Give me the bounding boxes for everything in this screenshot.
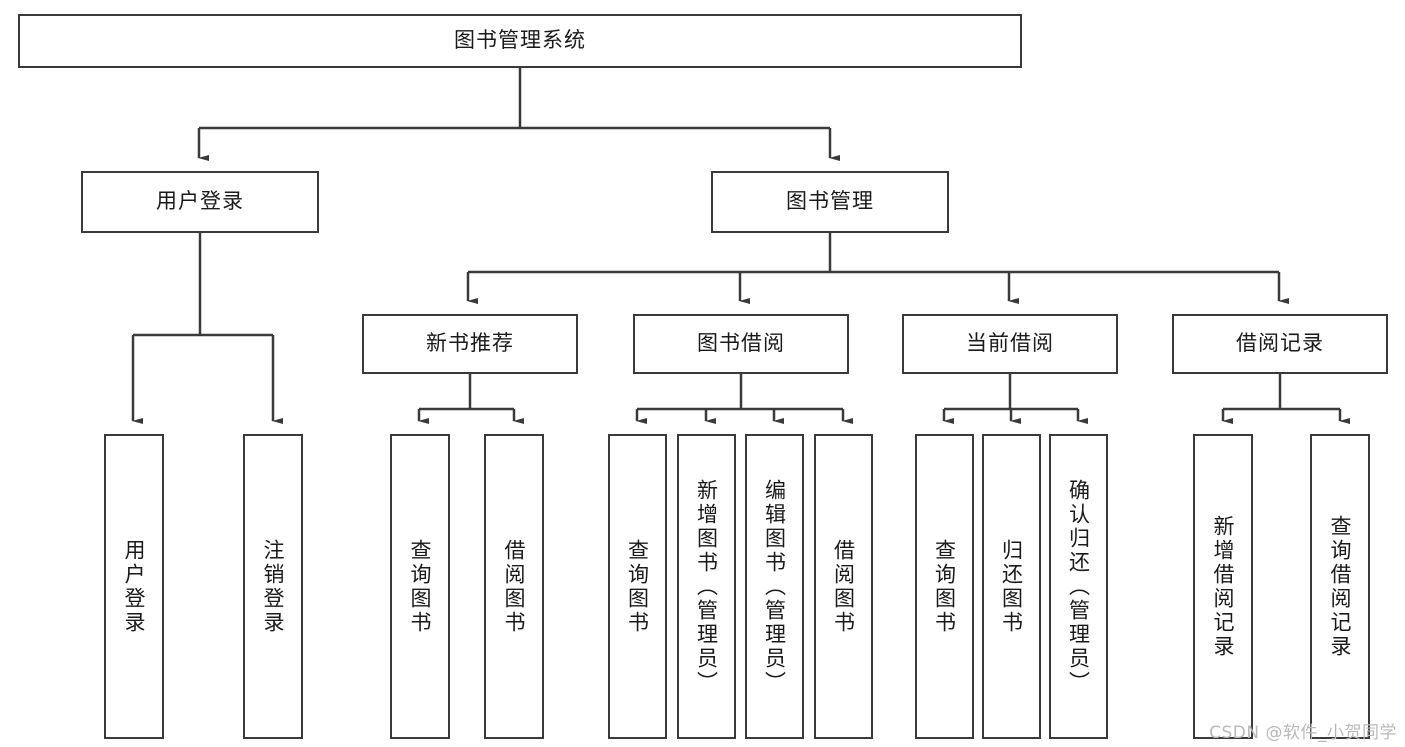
node-label: 查询图书 [625, 538, 650, 635]
node-label: 确认归还（管理员） [1066, 478, 1091, 695]
leaf-logout[interactable]: 注销登录 [243, 434, 303, 739]
node-label: 编辑图书（管理员） [762, 478, 787, 695]
node-borrow-record[interactable]: 借阅记录 [1172, 314, 1388, 374]
node-label: 当前借阅 [966, 331, 1054, 356]
node-book-borrow[interactable]: 图书借阅 [633, 314, 849, 374]
node-label: 图书管理 [786, 189, 874, 214]
node-label: 借阅记录 [1236, 331, 1324, 356]
node-label: 新增图书（管理员） [694, 478, 719, 695]
leaf-add-book-admin[interactable]: 新增图书（管理员） [677, 434, 736, 739]
node-root[interactable]: 图书管理系统 [18, 14, 1022, 68]
node-label: 新增借阅记录 [1211, 514, 1236, 659]
node-label: 查询借阅记录 [1328, 514, 1353, 659]
csdn-watermark: CSDN @软件_小贺同学 [1209, 723, 1397, 743]
node-label: 新书推荐 [426, 331, 514, 356]
node-label: 归还图书 [999, 538, 1024, 635]
node-label: 注销登录 [261, 538, 286, 635]
node-user-login[interactable]: 用户登录 [81, 171, 319, 233]
node-label: 图书借阅 [697, 331, 785, 356]
leaf-query-borrow-record[interactable]: 查询借阅记录 [1310, 434, 1370, 739]
node-label: 图书管理系统 [454, 28, 586, 53]
node-label: 查询图书 [932, 538, 957, 635]
node-label: 用户登录 [122, 538, 147, 635]
leaf-query-book-current[interactable]: 查询图书 [915, 434, 974, 739]
leaf-query-book-borrow[interactable]: 查询图书 [608, 434, 667, 739]
node-new-book-recommend[interactable]: 新书推荐 [362, 314, 578, 374]
node-label: 查询图书 [408, 538, 433, 635]
leaf-add-borrow-record[interactable]: 新增借阅记录 [1193, 434, 1253, 739]
leaf-return-book[interactable]: 归还图书 [982, 434, 1041, 739]
leaf-borrow-book[interactable]: 借阅图书 [814, 434, 873, 739]
leaf-borrow-book-recommend[interactable]: 借阅图书 [484, 434, 544, 739]
node-label: 借阅图书 [831, 538, 856, 635]
leaf-confirm-return-admin[interactable]: 确认归还（管理员） [1049, 434, 1108, 739]
node-current-borrow[interactable]: 当前借阅 [902, 314, 1118, 374]
leaf-query-book-recommend[interactable]: 查询图书 [390, 434, 450, 739]
node-book-management[interactable]: 图书管理 [711, 171, 949, 233]
node-label: 用户登录 [156, 189, 244, 214]
node-label: 借阅图书 [502, 538, 527, 635]
leaf-user-login[interactable]: 用户登录 [104, 434, 164, 739]
leaf-edit-book-admin[interactable]: 编辑图书（管理员） [745, 434, 804, 739]
